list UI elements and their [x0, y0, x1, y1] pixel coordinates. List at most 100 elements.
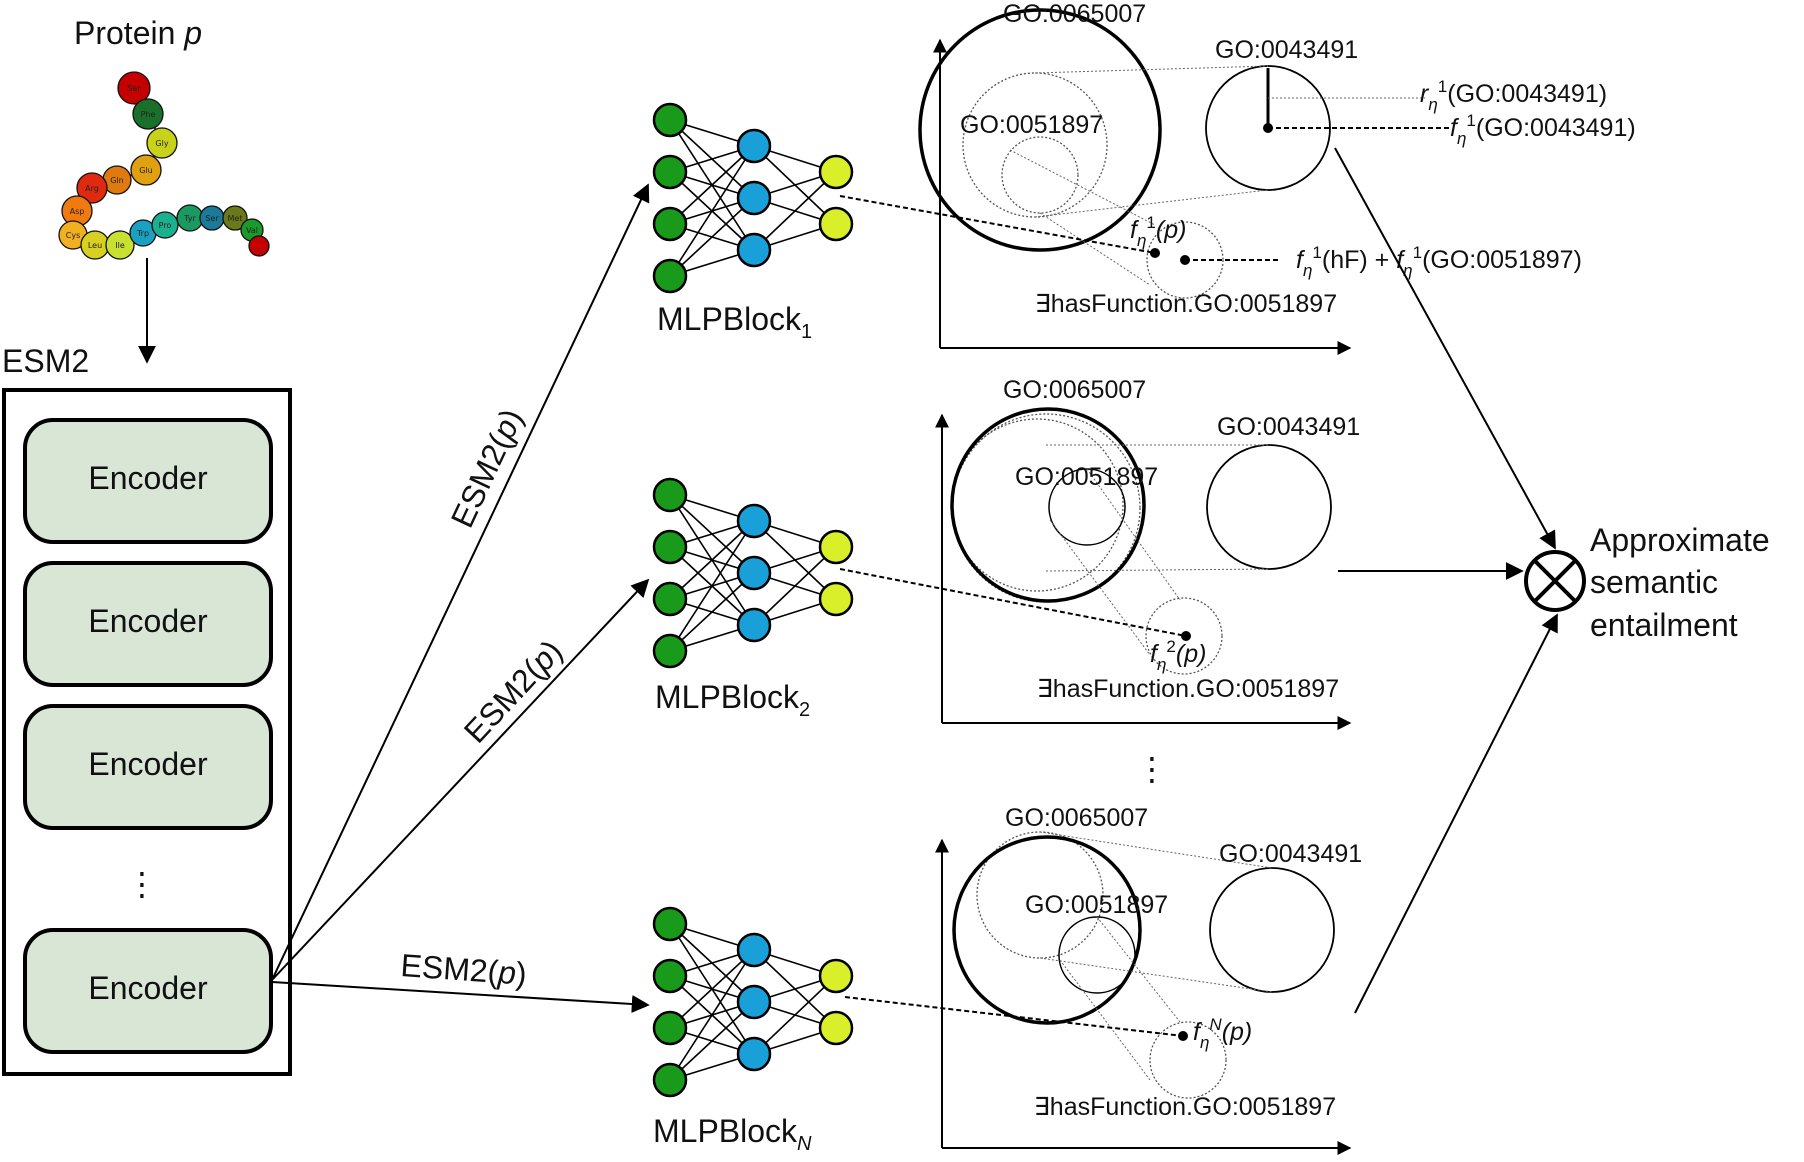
input-neuron	[652, 958, 688, 994]
result-line-1: Approximate	[1590, 522, 1770, 558]
input-neuron	[652, 1062, 688, 1098]
output-neuron	[818, 529, 854, 565]
output-neuron	[818, 958, 854, 994]
mlp-block-n-network	[652, 906, 854, 1098]
input-neuron	[652, 1010, 688, 1046]
mlp-block-n-label: MLPBlockN	[653, 1113, 812, 1155]
arrow-to-mlp-n	[271, 981, 650, 1013]
hidden-neuron	[736, 503, 772, 539]
hidden-neuron	[736, 232, 772, 268]
panel-n-go-right-circle	[1209, 867, 1335, 993]
input-neuron	[652, 258, 688, 294]
panel-1-go-right-label: GO:0043491	[1215, 36, 1358, 64]
result-line-3: entailment	[1590, 607, 1738, 643]
panel-1-f-label: fη1(GO:0043491)	[1450, 111, 1636, 148]
encoder-1: Encoder	[23, 418, 273, 544]
input-neuron	[652, 906, 688, 942]
panel-2-go-right-label: GO:0043491	[1217, 413, 1360, 441]
panel-1-r-label: rη1(GO:0043491)	[1420, 77, 1607, 114]
encoder-4: Encoder	[23, 928, 273, 1054]
encoder-4-label: Encoder	[88, 970, 208, 1006]
panel-1-exists-label: ∃hasFunction.GO:0051897	[1035, 290, 1337, 318]
panel-n-point-label: fηN(p)	[1193, 1015, 1252, 1052]
esm2-box	[2, 388, 292, 1076]
hidden-neuron	[736, 128, 772, 164]
panel-2-projection-line	[839, 568, 1187, 637]
hidden-neuron	[736, 932, 772, 968]
panel-2: GO:0065007 GO:0043491 GO:0051897 ∃hasFun…	[839, 376, 1360, 730]
hidden-neuron	[736, 607, 772, 643]
arrow-to-mlp-1	[271, 183, 650, 981]
encoder-ellipsis: ⋮	[126, 866, 158, 902]
panel-n-exists-circle	[1149, 1021, 1227, 1099]
panel-2-go-right-circle	[1206, 444, 1332, 570]
panel-2-exists-circle	[1145, 597, 1223, 675]
panel-2-go-outer-label: GO:0065007	[1003, 376, 1146, 404]
arrow-to-mlp-2	[271, 578, 650, 981]
panel-2-embedding-point	[1181, 631, 1191, 641]
mlp-block-2-label: MLPBlock2	[655, 679, 810, 721]
protein-residue	[248, 235, 270, 257]
hidden-neuron	[736, 1036, 772, 1072]
protein-residue-label: Phe	[141, 110, 156, 119]
hidden-neuron	[736, 180, 772, 216]
panel-1-go-inner-circle	[1001, 136, 1079, 214]
protein-residue	[105, 230, 135, 260]
panel-1-embedding-point	[1150, 248, 1160, 258]
result-line-2: semantic	[1590, 564, 1718, 600]
protein-title: Protein p	[74, 15, 202, 51]
panel-ellipsis: ⋮	[1136, 751, 1168, 787]
panel-1-go-inner-label: GO:0051897	[960, 111, 1103, 139]
input-neuron	[652, 477, 688, 513]
panel-n-go-outer-label: GO:0065007	[1005, 804, 1148, 832]
output-neuron	[818, 581, 854, 617]
encoder-1-label: Encoder	[88, 460, 208, 496]
protein-residue-label: Ser	[127, 84, 141, 93]
protein-residue	[76, 172, 108, 204]
protein-residue-label: Gln	[110, 176, 124, 185]
input-neuron	[652, 154, 688, 190]
panel-n: GO:0065007 GO:0043491 GO:0051897 ∃hasFun…	[844, 804, 1362, 1155]
protein-residue-label: Asp	[70, 207, 85, 216]
input-neuron	[652, 206, 688, 242]
protein-residue-label: Trp	[136, 229, 149, 238]
panel-n-projection-line	[844, 996, 1184, 1037]
output-neuron	[818, 1010, 854, 1046]
protein-residue	[151, 211, 179, 239]
encoder-3-label: Encoder	[88, 746, 208, 782]
input-neuron	[652, 633, 688, 669]
protein-residue	[130, 154, 162, 186]
entailment-operator-icon	[1524, 550, 1586, 612]
protein-residue-label: Pro	[159, 221, 172, 230]
arrow-label-3: ESM2(p)	[400, 947, 528, 992]
protein-residue	[117, 71, 151, 105]
input-neuron	[652, 529, 688, 565]
output-neuron	[818, 206, 854, 242]
panel-n-embedding-point	[1178, 1031, 1188, 1041]
protein-residue-label: Cys	[66, 231, 81, 240]
mlp-block-1-label: MLPBlock1	[657, 301, 812, 343]
panel-1-projection-line	[839, 195, 1156, 254]
panel-1-dashed-circle	[962, 72, 1108, 218]
input-neuron	[652, 102, 688, 138]
hidden-neuron	[736, 984, 772, 1020]
esm2-title: ESM2	[2, 343, 89, 379]
output-neuron	[818, 154, 854, 190]
arrow-panel-1-to-result	[1334, 147, 1556, 550]
panel-2-point-label: fη2(p)	[1150, 637, 1206, 674]
protein-residue	[222, 205, 248, 231]
protein-residue-label: Met	[228, 214, 243, 223]
panel-n-go-inner-label: GO:0051897	[1025, 891, 1168, 919]
panel-1-go-outer-label: GO:0065007	[1003, 0, 1146, 28]
protein-residue-label: Tyr	[183, 214, 196, 223]
panel-1-go-outer-circle	[918, 8, 1162, 252]
input-neuron	[652, 581, 688, 617]
panel-2-exists-label: ∃hasFunction.GO:0051897	[1037, 675, 1339, 703]
panel-2-go-outer-circle	[950, 407, 1146, 603]
protein-residue-label: Ser	[205, 214, 219, 223]
protein-residue-label: Arg	[85, 184, 99, 193]
protein-residue	[132, 98, 164, 130]
panel-1-sum-label: fη1(hF) + fη1(GO:0051897)	[1296, 243, 1582, 280]
